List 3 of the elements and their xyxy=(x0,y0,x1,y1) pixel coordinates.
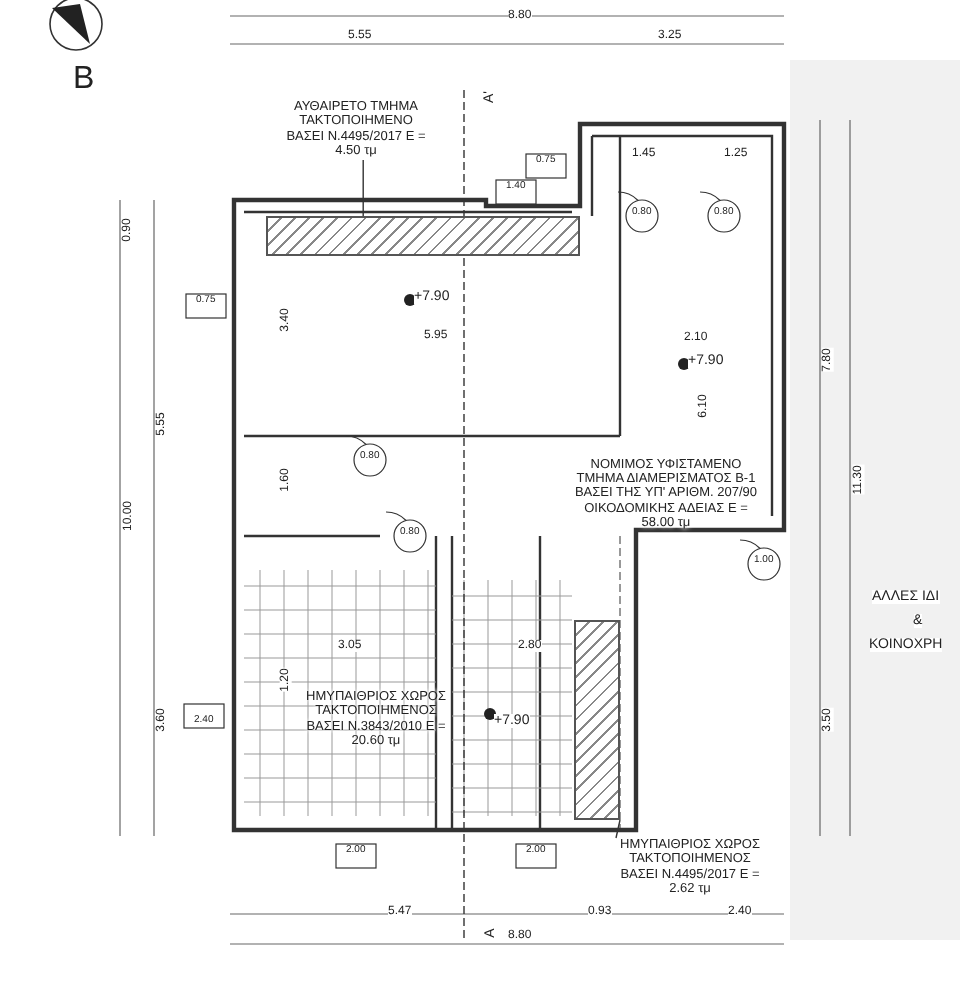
leader-line xyxy=(615,819,621,839)
hatched-area xyxy=(266,216,580,256)
hatched-area xyxy=(574,620,620,820)
